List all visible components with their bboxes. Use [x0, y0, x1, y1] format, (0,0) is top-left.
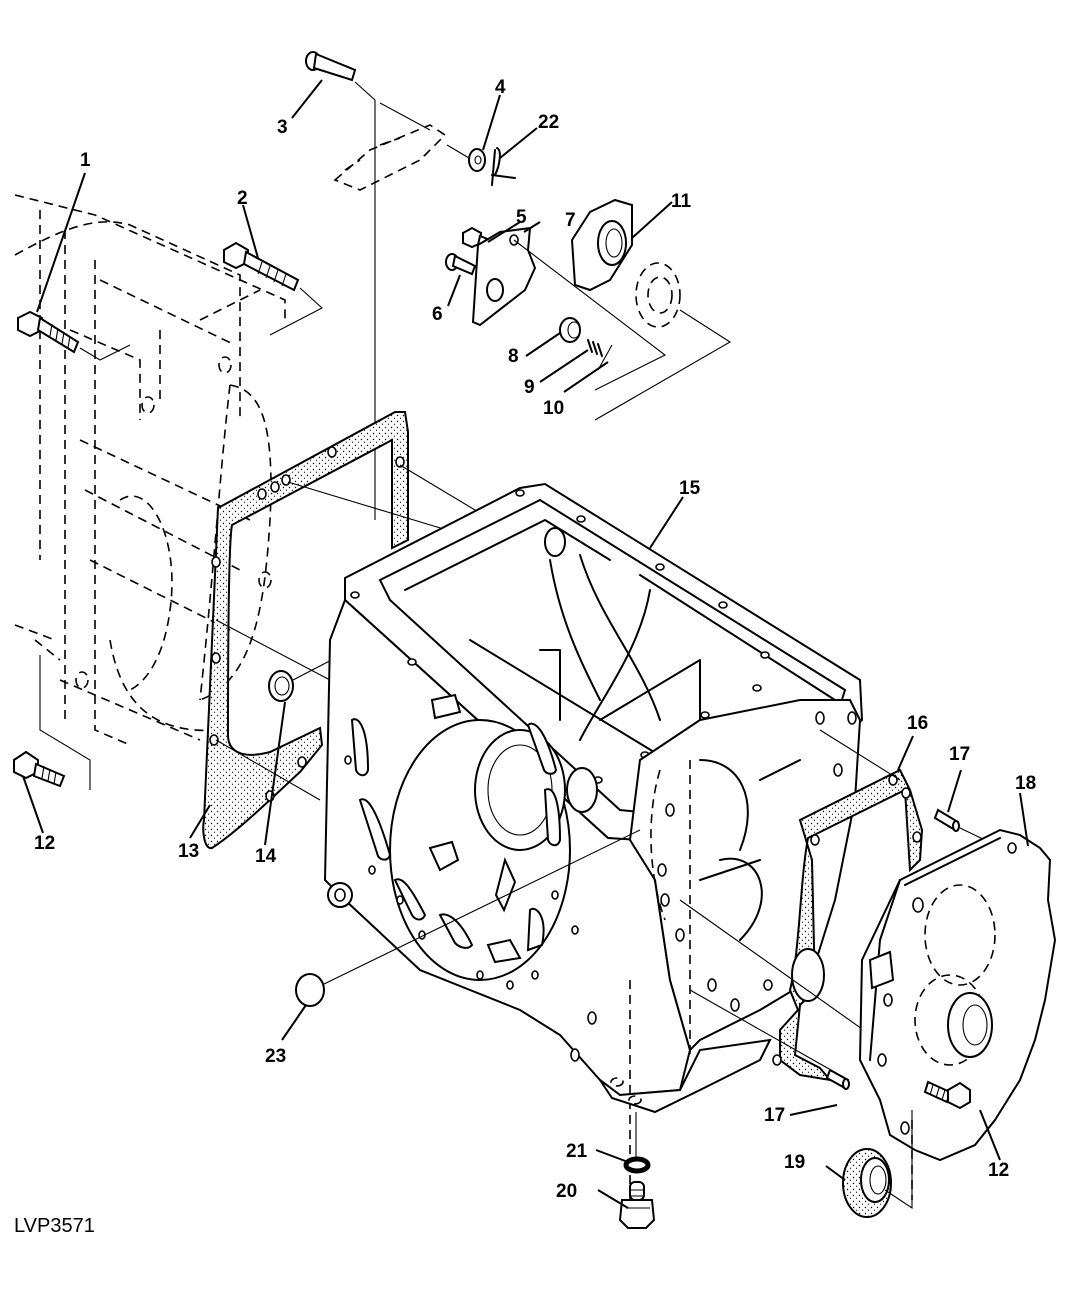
- spring-9[interactable]: [587, 339, 603, 357]
- callout-6: 6: [432, 304, 443, 325]
- callout-1: 1: [80, 150, 91, 171]
- rear-cover-18[interactable]: [858, 828, 1057, 1200]
- ghost-shift-lever: [333, 124, 447, 191]
- callout-labels: 1 2 3 4 5 6 7 8 9 10 11 12 12 13 14 15 1…: [34, 77, 1036, 1202]
- callout-2: 2: [237, 188, 248, 209]
- plate-7[interactable]: [471, 226, 667, 391]
- callout-10: 10: [543, 398, 564, 419]
- callout-4: 4: [495, 77, 506, 98]
- drain-plug-20[interactable]: [618, 1181, 656, 1229]
- cap-screw-12-left[interactable]: [13, 750, 66, 788]
- callout-17-lower: 17: [764, 1105, 785, 1126]
- callout-9: 9: [524, 377, 535, 398]
- figure-id-label: LVP3571: [14, 1215, 95, 1237]
- callout-13: 13: [178, 841, 199, 862]
- gasket-16[interactable]: [679, 729, 924, 1082]
- callout-23: 23: [265, 1046, 286, 1067]
- dowel-pin-17-upper[interactable]: [933, 808, 986, 841]
- callout-16: 16: [907, 713, 928, 734]
- callout-18: 18: [1015, 773, 1036, 794]
- ghost-bearing: [594, 262, 732, 421]
- callout-19: 19: [784, 1152, 805, 1173]
- o-ring-21[interactable]: [623, 1156, 651, 1174]
- transmission-case-15[interactable]: [323, 482, 864, 1200]
- oil-seal-19[interactable]: [842, 1110, 913, 1218]
- callout-17-upper: 17: [949, 744, 970, 765]
- cotter-pin-22[interactable]: [491, 147, 516, 186]
- callout-20: 20: [556, 1181, 577, 1202]
- leader-lines: [22, 79, 1029, 1209]
- callout-21: 21: [566, 1141, 588, 1162]
- callout-14: 14: [255, 846, 277, 867]
- gasket-13[interactable]: [202, 411, 501, 850]
- cap-screw-12-right[interactable]: [923, 1080, 971, 1110]
- plug-23[interactable]: [295, 829, 641, 1007]
- dowel-pin-17-lower[interactable]: [825, 1068, 850, 1090]
- callout-12-right: 12: [988, 1160, 1009, 1181]
- pin-10[interactable]: [597, 344, 613, 371]
- callout-12-left: 12: [34, 833, 55, 854]
- callout-11: 11: [671, 191, 692, 212]
- callout-5: 5: [516, 207, 527, 228]
- pin-3[interactable]: [305, 51, 431, 520]
- pin-6[interactable]: [445, 253, 477, 276]
- cap-screw-1[interactable]: [17, 310, 131, 361]
- callout-3: 3: [277, 117, 288, 138]
- washer-4[interactable]: [446, 144, 486, 172]
- callout-22: 22: [538, 112, 559, 133]
- bushing-8[interactable]: [559, 317, 581, 343]
- callout-7: 7: [565, 210, 576, 231]
- callout-15: 15: [679, 478, 701, 499]
- callout-8: 8: [508, 346, 519, 367]
- cap-screw-2[interactable]: [223, 241, 323, 336]
- bearing-retainer-11[interactable]: [570, 198, 633, 292]
